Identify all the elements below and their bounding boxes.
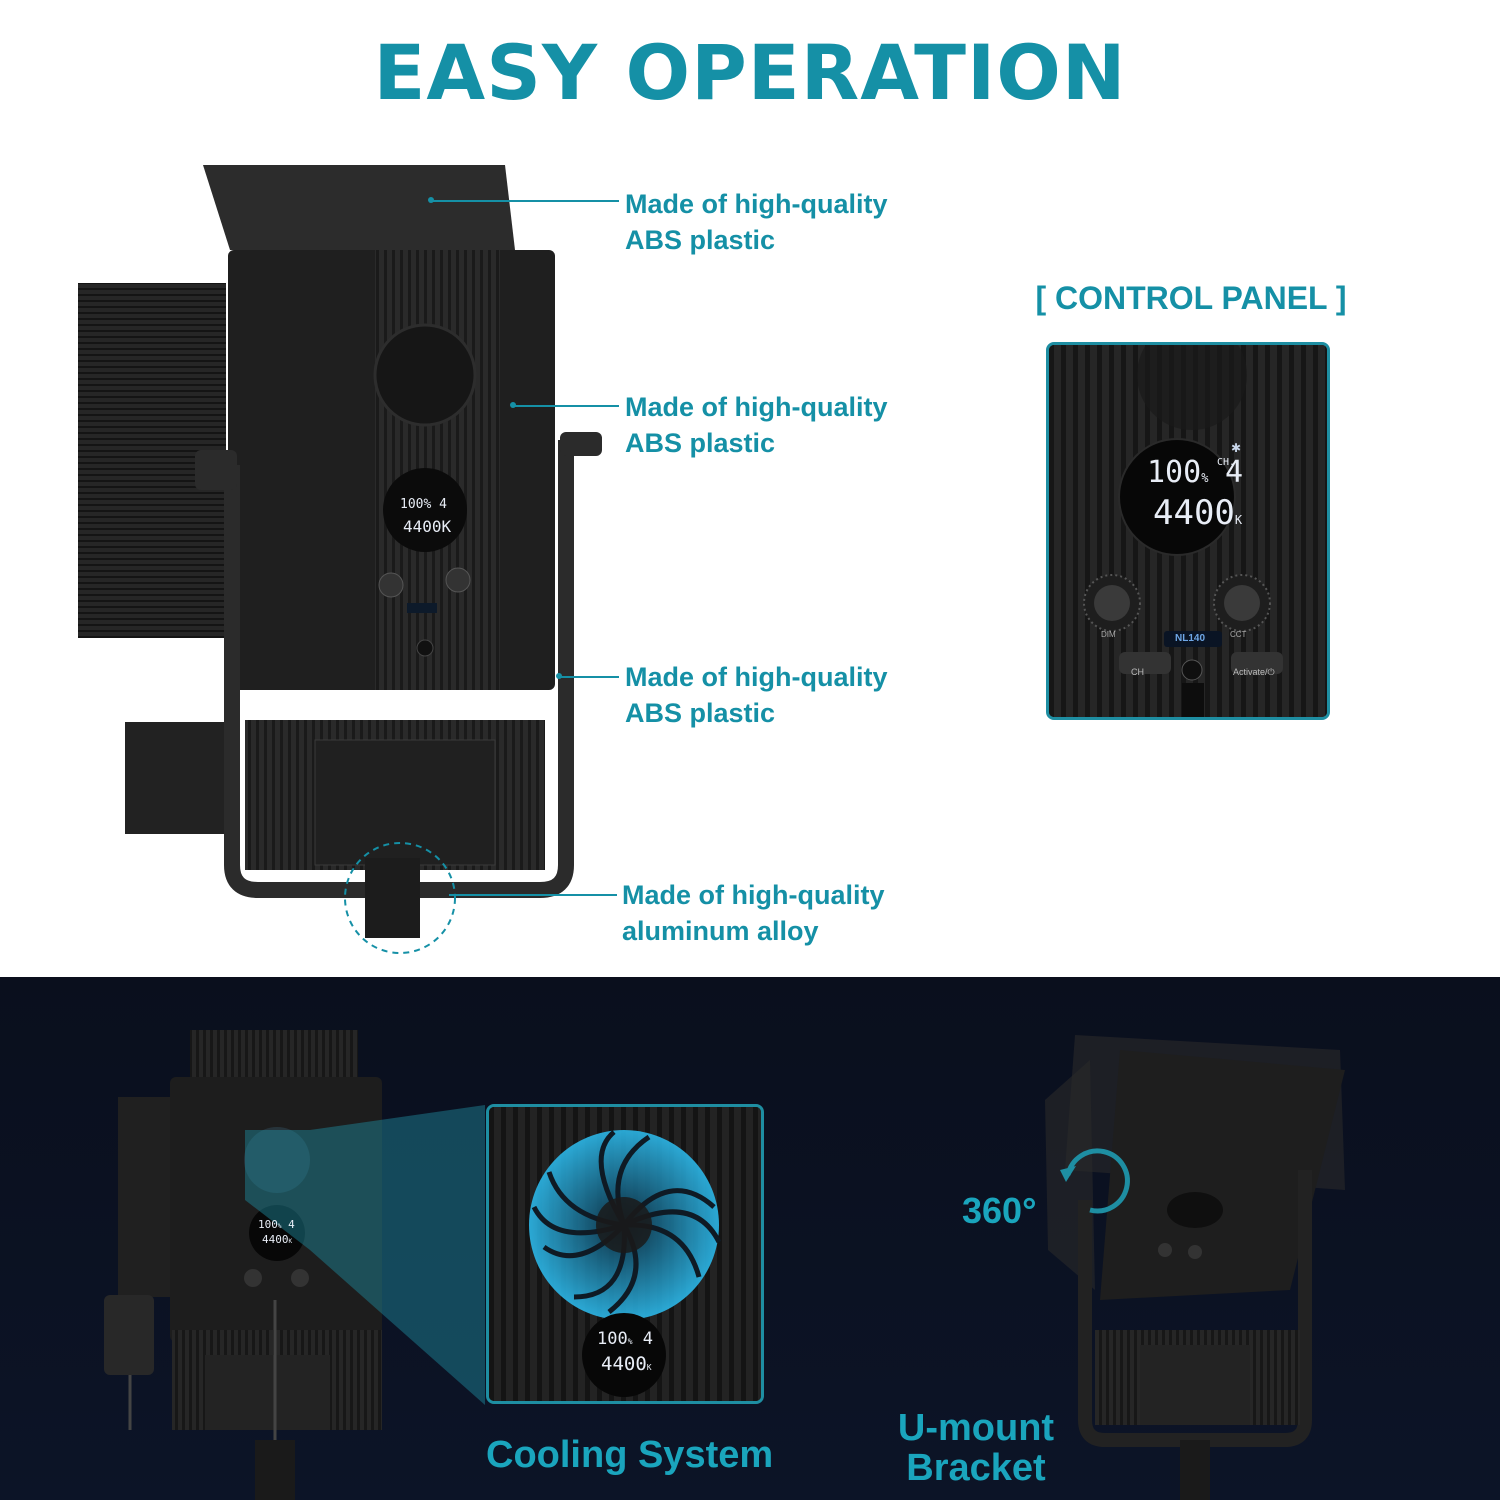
kelvin-unit: K	[1234, 513, 1243, 527]
cool-kelvin-unit: K	[646, 1363, 652, 1372]
callout-label-4-line1: Made of high-quality	[622, 880, 885, 910]
cool-channel-value: 4	[642, 1329, 654, 1349]
small-color-temp-readout: 4400K	[262, 1233, 292, 1246]
callout-label-3-line2: ABS plastic	[625, 698, 776, 728]
brightness-readout: 100%	[1147, 455, 1208, 490]
color-temp-value: 4400	[1153, 493, 1235, 533]
rotating-light-image	[1045, 1035, 1345, 1500]
light-panel-image: 100% 4 4400K	[78, 165, 602, 954]
control-panel-illustration	[1049, 345, 1327, 717]
callout-label-1-line1: Made of high-quality	[625, 189, 888, 219]
small-kelvin-unit: K	[288, 1238, 293, 1245]
cooling-light-image	[104, 1030, 485, 1500]
rotation-label: 360°	[962, 1190, 1037, 1231]
color-temp-readout: 4400K	[1153, 493, 1242, 533]
percent-unit: %	[1201, 471, 1209, 485]
callout-label-3-line1: Made of high-quality	[625, 662, 888, 692]
callout-label-4-line2: aluminum alloy	[622, 916, 819, 946]
page-title: EASY OPERATION	[373, 28, 1127, 117]
small-brightness-value: 100	[258, 1218, 278, 1231]
bluetooth-icon: ✱	[1231, 441, 1242, 455]
small-color-temp-value: 4400	[262, 1233, 289, 1246]
cool-brightness-readout: 100% 4	[597, 1329, 653, 1349]
bracket-line2: Bracket	[906, 1447, 1046, 1489]
callout-label-2: Made of high-quality ABS plastic	[625, 389, 888, 461]
callout-line-1	[431, 200, 619, 202]
cooling-system-label: Cooling System	[486, 1434, 774, 1476]
cool-percent-unit: %	[627, 1337, 633, 1346]
cool-color-temp-readout: 4400K	[601, 1353, 652, 1375]
callout-line-4	[449, 894, 617, 896]
callout-label-3: Made of high-quality ABS plastic	[625, 659, 888, 731]
brightness-value: 100	[1147, 455, 1202, 490]
bracket-line1: U-mount	[897, 1407, 1055, 1449]
callout-label-1: Made of high-quality ABS plastic	[625, 186, 888, 258]
control-panel-title: [ CONTROL PANEL ]	[1035, 280, 1347, 316]
channel-value: 4	[1225, 455, 1244, 490]
cool-color-temp-value: 4400	[601, 1353, 647, 1375]
svg-text:4400K: 4400K	[403, 517, 452, 536]
callout-label-1-line2: ABS plastic	[625, 225, 776, 255]
callout-line-2	[513, 405, 619, 407]
left-knob-label: DIM	[1101, 630, 1116, 639]
control-panel-closeup: 100% CH. 4 ✱ 4400K DIM CCT NL140 CH Acti…	[1046, 342, 1330, 720]
small-brightness-readout: 100% 4	[258, 1218, 295, 1231]
callout-label-4: Made of high-quality aluminum alloy	[622, 877, 885, 949]
small-channel-value: 4	[288, 1218, 295, 1231]
right-knob-label: CCT	[1230, 630, 1247, 639]
model-badge: NL140	[1175, 633, 1206, 644]
activate-button-label: Activate/⏻	[1233, 667, 1275, 677]
callout-label-2-line2: ABS plastic	[625, 428, 776, 458]
callout-label-2-line1: Made of high-quality	[625, 392, 888, 422]
fan-icon	[489, 1107, 761, 1401]
channel-label: CH.	[1217, 457, 1236, 468]
svg-text:100% 4: 100% 4	[400, 497, 447, 512]
cool-brightness-value: 100	[597, 1329, 628, 1349]
callout-line-3	[559, 676, 619, 678]
small-percent-unit: %	[277, 1223, 282, 1230]
u-mount-bracket-label: U-mount Bracket	[886, 1408, 1066, 1488]
cooling-fan-closeup: 100% 4 4400K	[486, 1104, 764, 1404]
ch-button-label: CH	[1131, 667, 1144, 677]
